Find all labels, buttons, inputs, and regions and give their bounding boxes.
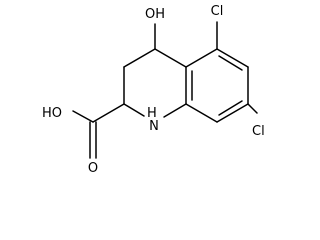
double-bond-c7-c8 [218,100,243,116]
bond-c8a-n1 [163,103,187,118]
double-bond-c5-c6 [218,55,243,71]
bond-c4-c4a [154,48,187,68]
bond-n1-c2 [123,103,145,117]
bond-c8-c8a [185,103,218,123]
bond-c4a-c5 [185,48,218,68]
amine-label: H N [147,106,161,134]
molecule-figure: OH Cl Cl HO O H N [42,4,265,176]
bond-c2-carboxyl [92,103,125,123]
bond-c3-c4 [123,48,156,68]
molecule-structure: OH Cl Cl HO O H N [42,4,265,176]
bond-c5-c6 [216,48,249,68]
amine-h-label: H [147,106,157,121]
hydroxyl-label: OH [145,7,165,22]
carboxyl-hydroxyl-label: HO [42,106,62,121]
amine-n-label: N [149,119,159,134]
bond-c7-c8 [216,103,249,123]
carboxyl-oxygen-label: O [88,161,98,176]
chlorine-5-label: Cl [211,4,224,19]
bond-carboxyl-oh [72,110,94,123]
chlorine-7-label: Cl [252,124,265,139]
bond-c7-cl [247,103,258,114]
